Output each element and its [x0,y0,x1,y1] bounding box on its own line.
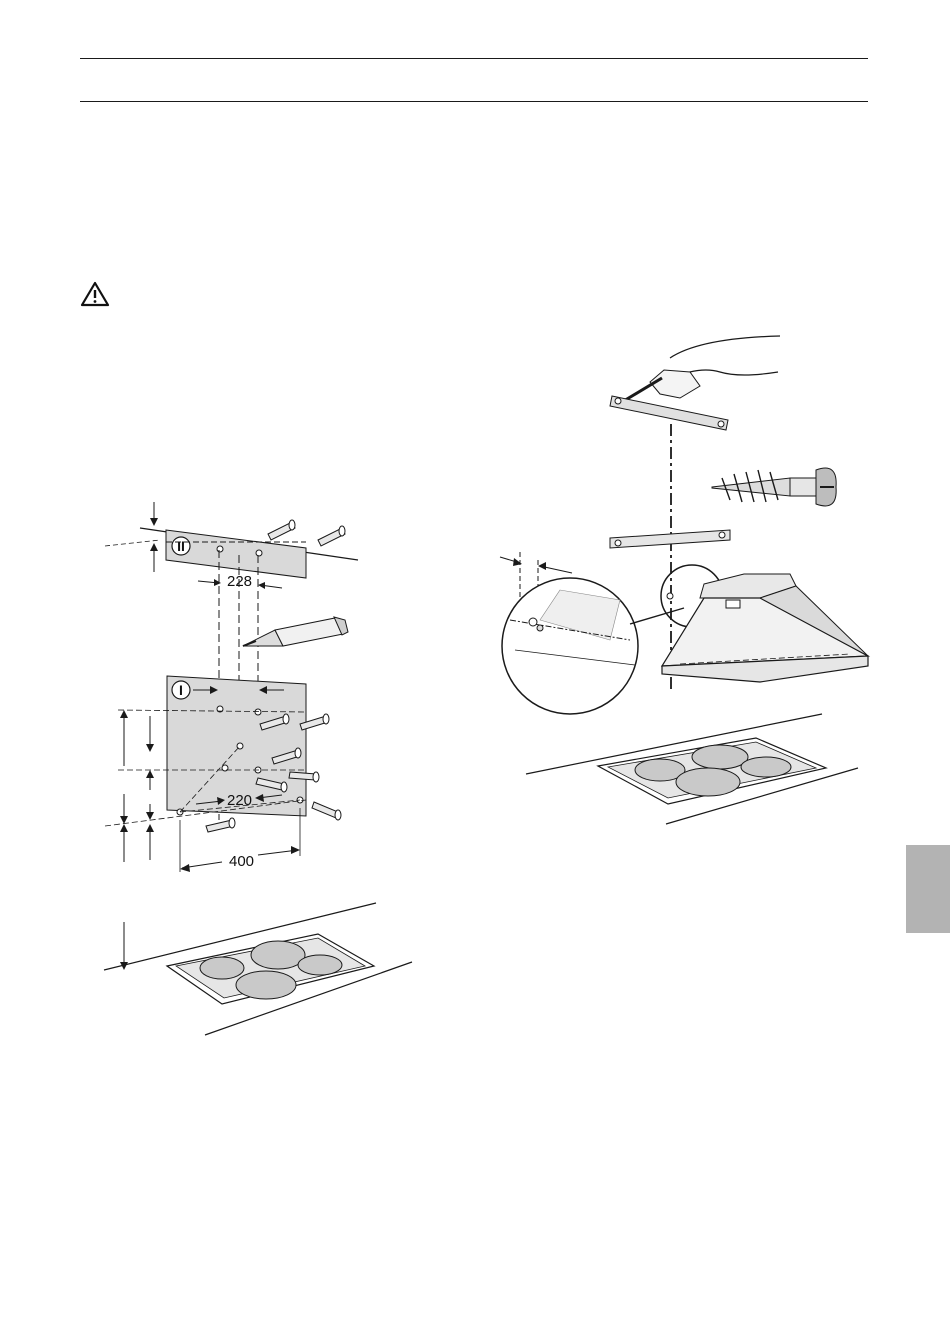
cooktop-icon [598,738,826,804]
screw-icon [712,468,836,506]
detail-magnifier [502,578,638,714]
hood-icon [662,574,868,682]
hand-screwdriver-icon [622,336,780,402]
